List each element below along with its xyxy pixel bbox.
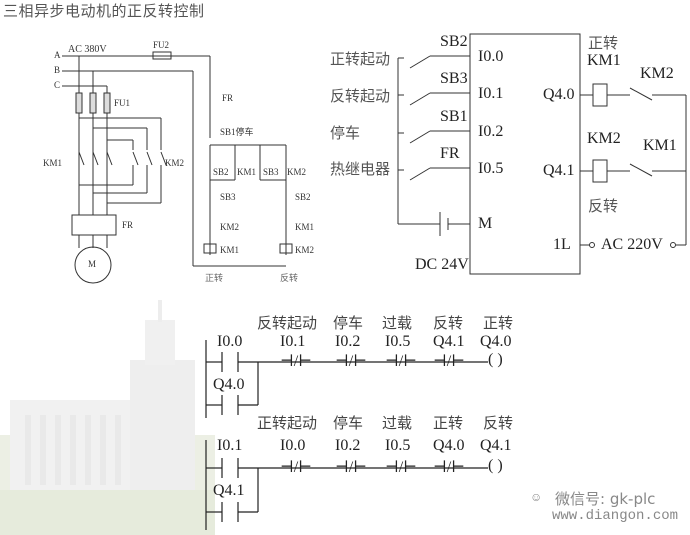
watermark-site: www.diangon.com [552, 508, 679, 524]
input-address-i01: I0.1 [478, 85, 504, 102]
output-coil-km1: KM1 [587, 52, 621, 69]
wechat-icon: ☺ [530, 490, 543, 504]
phase-b: B [54, 65, 61, 75]
rung2-nc-contact-4: ⊣/⊢ [433, 459, 465, 476]
rung2-contact-3: I0.5 [385, 437, 411, 454]
rung2-nc-contact-1: ⊣/⊢ [280, 459, 312, 476]
output-caption-reverse: 反转 [588, 199, 619, 215]
ac-supply-label: AC 220V [601, 236, 663, 253]
input-address-i02: I0.2 [478, 123, 504, 140]
sb2-label: SB2 [213, 167, 229, 177]
fuse-main-label: FU1 [114, 98, 131, 108]
contactor-km2-label: KM2 [165, 158, 185, 168]
rung1-coil-address: Q4.0 [480, 333, 512, 350]
rung1-contact-2: I0.2 [335, 333, 361, 350]
rung1-nc-contact-3: ⊣/⊢ [385, 353, 417, 370]
rung2-caption-4: 正转 [433, 416, 464, 432]
km1-hold-label: KM1 [237, 167, 257, 177]
button-sb3: SB3 [440, 70, 468, 87]
rung1-contact-4: Q4.1 [433, 333, 465, 350]
phase-c: C [54, 80, 61, 90]
rung1-nc-contact-1: ⊣/⊢ [280, 353, 312, 370]
sb3-label: SB3 [263, 167, 279, 177]
rung1-caption-2: 停车 [333, 316, 364, 332]
output-address-q40: Q4.0 [543, 86, 575, 103]
button-sb1: SB1 [440, 108, 468, 125]
button-fr: FR [440, 145, 460, 162]
motor-label: M [88, 259, 97, 269]
rung2-nc-contact-2: ⊣/⊢ [335, 459, 367, 476]
input-label-reverse-start: 反转起动 [330, 89, 391, 105]
input-address-i00: I0.0 [478, 48, 504, 65]
output-interlock-km1: KM1 [643, 137, 677, 154]
rung1-start-address: I0.0 [217, 333, 243, 350]
rung2-caption-2: 停车 [333, 416, 364, 432]
rev-coil-label: KM2 [295, 245, 315, 255]
output-common-1l: 1L [553, 236, 571, 253]
rung2-coil-caption: 反转 [483, 416, 514, 432]
page-title: 三相异步电动机的正反转控制 [3, 4, 205, 20]
input-label-forward-start: 正转起动 [330, 52, 391, 68]
output-caption-forward: 正转 [588, 36, 619, 52]
rung2-nc-contact-3: ⊣/⊢ [385, 459, 417, 476]
rung1-nc-contact-4: ⊣/⊢ [433, 353, 465, 370]
background-building-image [0, 300, 215, 535]
input-address-i05: I0.5 [478, 160, 504, 177]
rung1-contact-3: I0.5 [385, 333, 411, 350]
rung2-contact-4: Q4.0 [433, 437, 465, 454]
rung1-hold-address: Q4.0 [213, 376, 245, 393]
rung2-contact-2: I0.2 [335, 437, 361, 454]
output-address-q41: Q4.1 [543, 162, 575, 179]
stop-button-label: SB1停车 [220, 127, 254, 137]
common-m: M [478, 215, 493, 232]
thermal-relay-label: FR [122, 220, 134, 230]
supply-label: AC 380V [68, 44, 107, 55]
fwd-coil-label: KM1 [220, 245, 240, 255]
km2-hold-label: KM2 [287, 167, 307, 177]
rung1-coil-caption: 正转 [483, 316, 514, 332]
control-fr-label: FR [222, 93, 234, 103]
output-coil-km2: KM2 [587, 130, 621, 147]
contactor-km1-label: KM1 [43, 158, 63, 168]
rung2-contact-1: I0.0 [280, 437, 306, 454]
rung2-coil-address: Q4.1 [480, 437, 512, 454]
rev-interlock-sb2: SB2 [295, 192, 311, 202]
dc-supply-label: DC 24V [415, 256, 469, 273]
rev-interlock-km1: KM1 [295, 222, 315, 232]
rung2-caption-1: 正转起动 [257, 416, 318, 432]
phase-a: A [54, 50, 61, 60]
fwd-caption: 正转 [205, 273, 224, 283]
rung2-start-address: I0.1 [217, 437, 243, 454]
rung1-contact-1: I0.1 [280, 333, 306, 350]
rung1-caption-3: 过载 [382, 316, 413, 332]
fwd-interlock-sb3: SB3 [220, 192, 236, 202]
rung1-caption-1: 反转起动 [257, 316, 318, 332]
rung1-caption-4: 反转 [433, 316, 464, 332]
button-sb2: SB2 [440, 33, 468, 50]
rung1-coil: ( ) [488, 351, 503, 369]
rung1-nc-contact-2: ⊣/⊢ [335, 353, 367, 370]
fuse-control-label: FU2 [153, 40, 170, 50]
input-label-stop: 停车 [330, 126, 361, 142]
fwd-interlock-km2: KM2 [220, 222, 240, 232]
input-label-thermal: 热继电器 [330, 162, 391, 178]
rung2-caption-3: 过载 [382, 416, 413, 432]
rung2-coil: ( ) [488, 457, 503, 475]
rung2-hold-address: Q4.1 [213, 482, 245, 499]
watermark-account: 微信号: gk-plc [555, 490, 656, 508]
rev-caption: 反转 [280, 273, 299, 283]
output-interlock-km2: KM2 [640, 65, 674, 82]
